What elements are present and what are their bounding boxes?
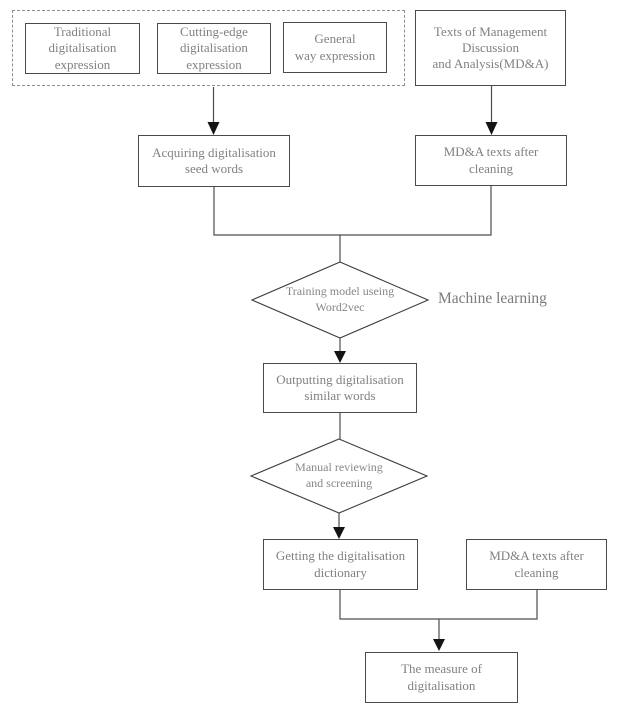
connector-lines — [212, 86, 538, 640]
node-acquiring-seed-words: Acquiring digitalisation seed words — [138, 135, 290, 187]
node-mda-texts-after-cleaning-1: MD&A texts after cleaning — [415, 135, 567, 186]
expression-group-frame — [12, 10, 405, 86]
node-general-way-expression: General way expression — [283, 22, 387, 73]
node-mda-texts-after-cleaning-2: MD&A texts after cleaning — [466, 539, 607, 590]
node-outputting-similar-words: Outputting digitalisation similar words — [263, 363, 417, 413]
node-mda-source-texts: Texts of Management Discussion and Analy… — [415, 10, 566, 86]
decision-diamonds — [249, 261, 430, 514]
arrowhead-icons — [207, 122, 498, 651]
node-cutting-edge-expression: Cutting-edge digitalisation expression — [157, 23, 271, 74]
arrowhead-icon — [485, 122, 498, 135]
machine-learning-annotation: Machine learning — [438, 290, 547, 307]
decision-diamond-training — [250, 261, 430, 339]
node-measure-of-digitalisation: The measure of digitalisation — [365, 652, 518, 703]
decision-diamond-reviewing — [249, 438, 429, 514]
arrowhead-icon — [433, 639, 445, 651]
arrowhead-icon — [333, 527, 345, 539]
node-traditional-expression: Traditional digitalisation expression — [25, 23, 140, 74]
arrowhead-icon — [334, 351, 346, 363]
node-getting-dictionary: Getting the digitalisation dictionary — [263, 539, 418, 590]
arrowhead-icon — [207, 122, 220, 135]
